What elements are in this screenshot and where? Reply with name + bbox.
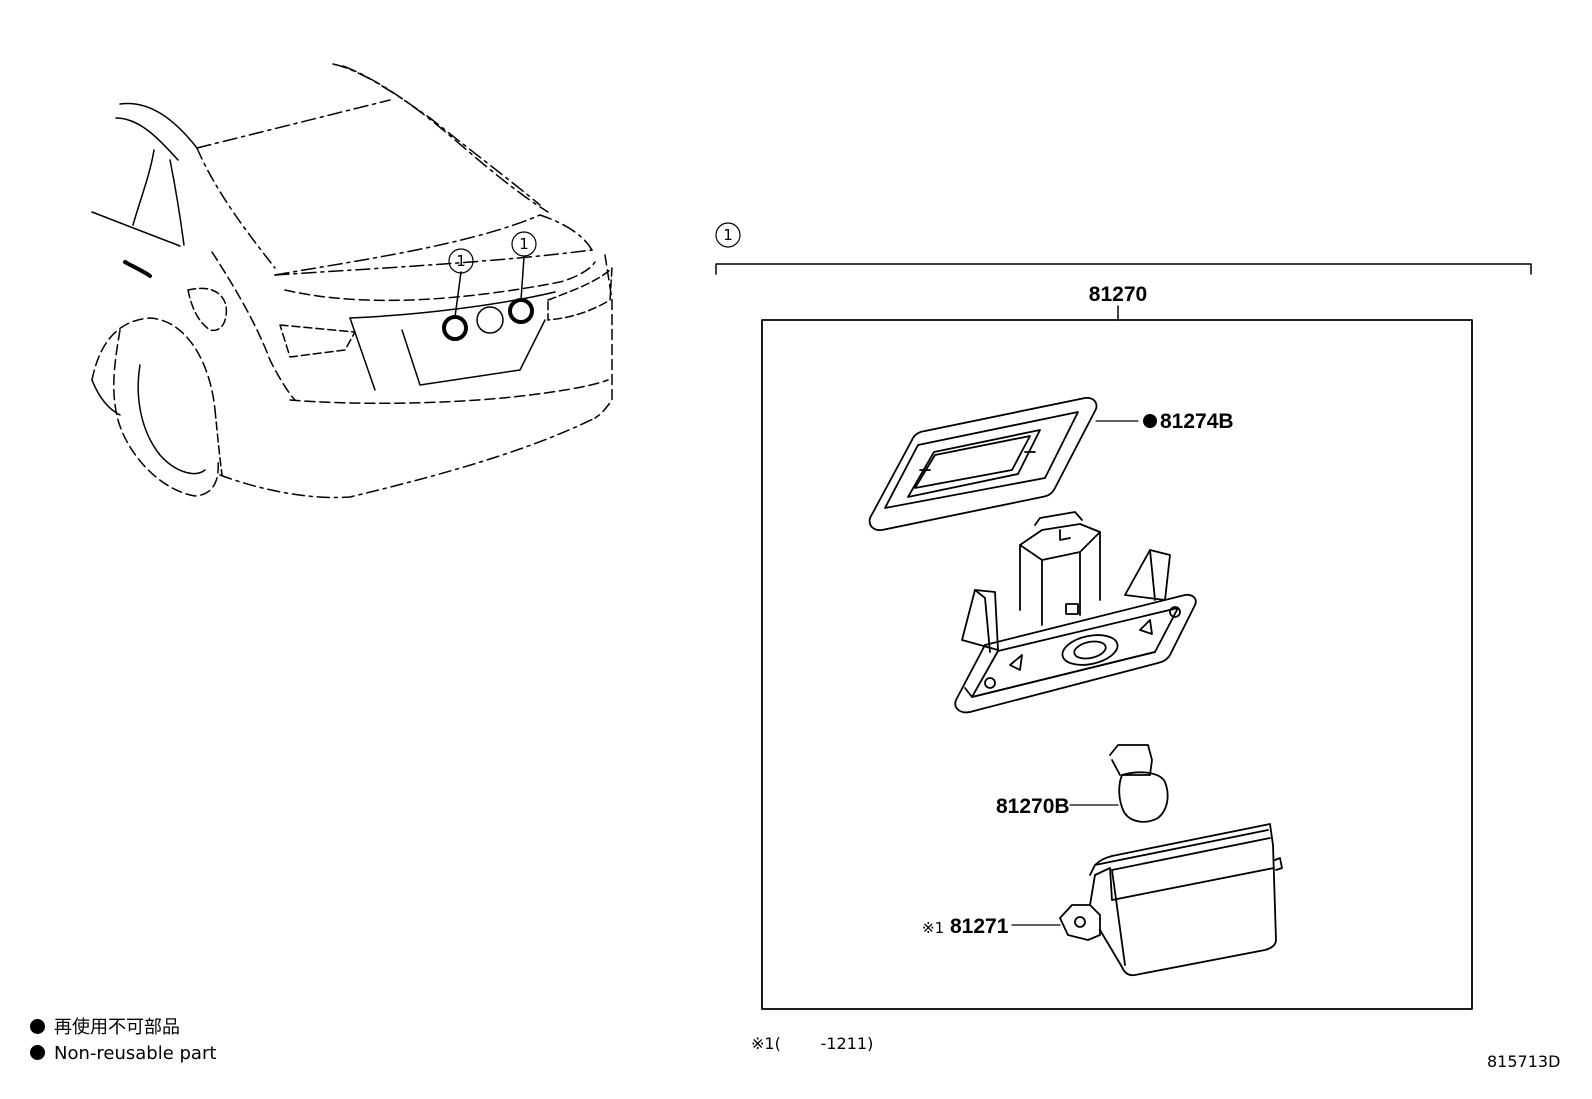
callout-number-left: 1 — [456, 252, 466, 270]
note-open: ( — [774, 1034, 781, 1053]
legend-row-jp: 再使用不可部品 — [30, 1017, 180, 1039]
callout-number-assembly: 1 — [723, 226, 733, 244]
part-label-lens: 81271 — [950, 915, 1009, 938]
non-reusable-marker — [1143, 414, 1157, 428]
note-mark: ※1 — [751, 1034, 775, 1053]
bullet-dot-icon — [30, 1019, 45, 1034]
callout-circle-right — [511, 231, 537, 257]
assembly-box — [761, 319, 1473, 1010]
car-rear-illustration — [91, 63, 613, 499]
note-range: -1211 — [820, 1034, 868, 1053]
diagram-id: 815713D — [1487, 1052, 1561, 1071]
legend-text-jp: 再使用不可部品 — [54, 1017, 180, 1038]
legend-row-en: Non-reusable part — [30, 1043, 216, 1065]
part-label-assembly: 81270 — [1089, 283, 1147, 306]
gasket-drawing — [868, 396, 1098, 531]
part-label-lens-note-mark: ※1 — [922, 919, 944, 937]
bullet-dot-icon — [30, 1045, 45, 1060]
callout-number-right: 1 — [519, 235, 529, 253]
note-close: ) — [867, 1034, 874, 1053]
part-label-gasket: 81274B — [1160, 410, 1234, 433]
callout-circle-assembly — [715, 222, 741, 248]
assembly-bracket — [715, 222, 1532, 1010]
lamp-housing-drawing — [954, 511, 1197, 714]
applicability-note: ※1( -1211) — [751, 1034, 873, 1053]
callout-circle-left — [448, 248, 474, 274]
lens-drawing — [1059, 823, 1283, 977]
legend-text-en: Non-reusable part — [54, 1043, 217, 1064]
bulb-drawing — [1109, 744, 1169, 823]
part-label-bulb: 81270B — [996, 795, 1070, 818]
